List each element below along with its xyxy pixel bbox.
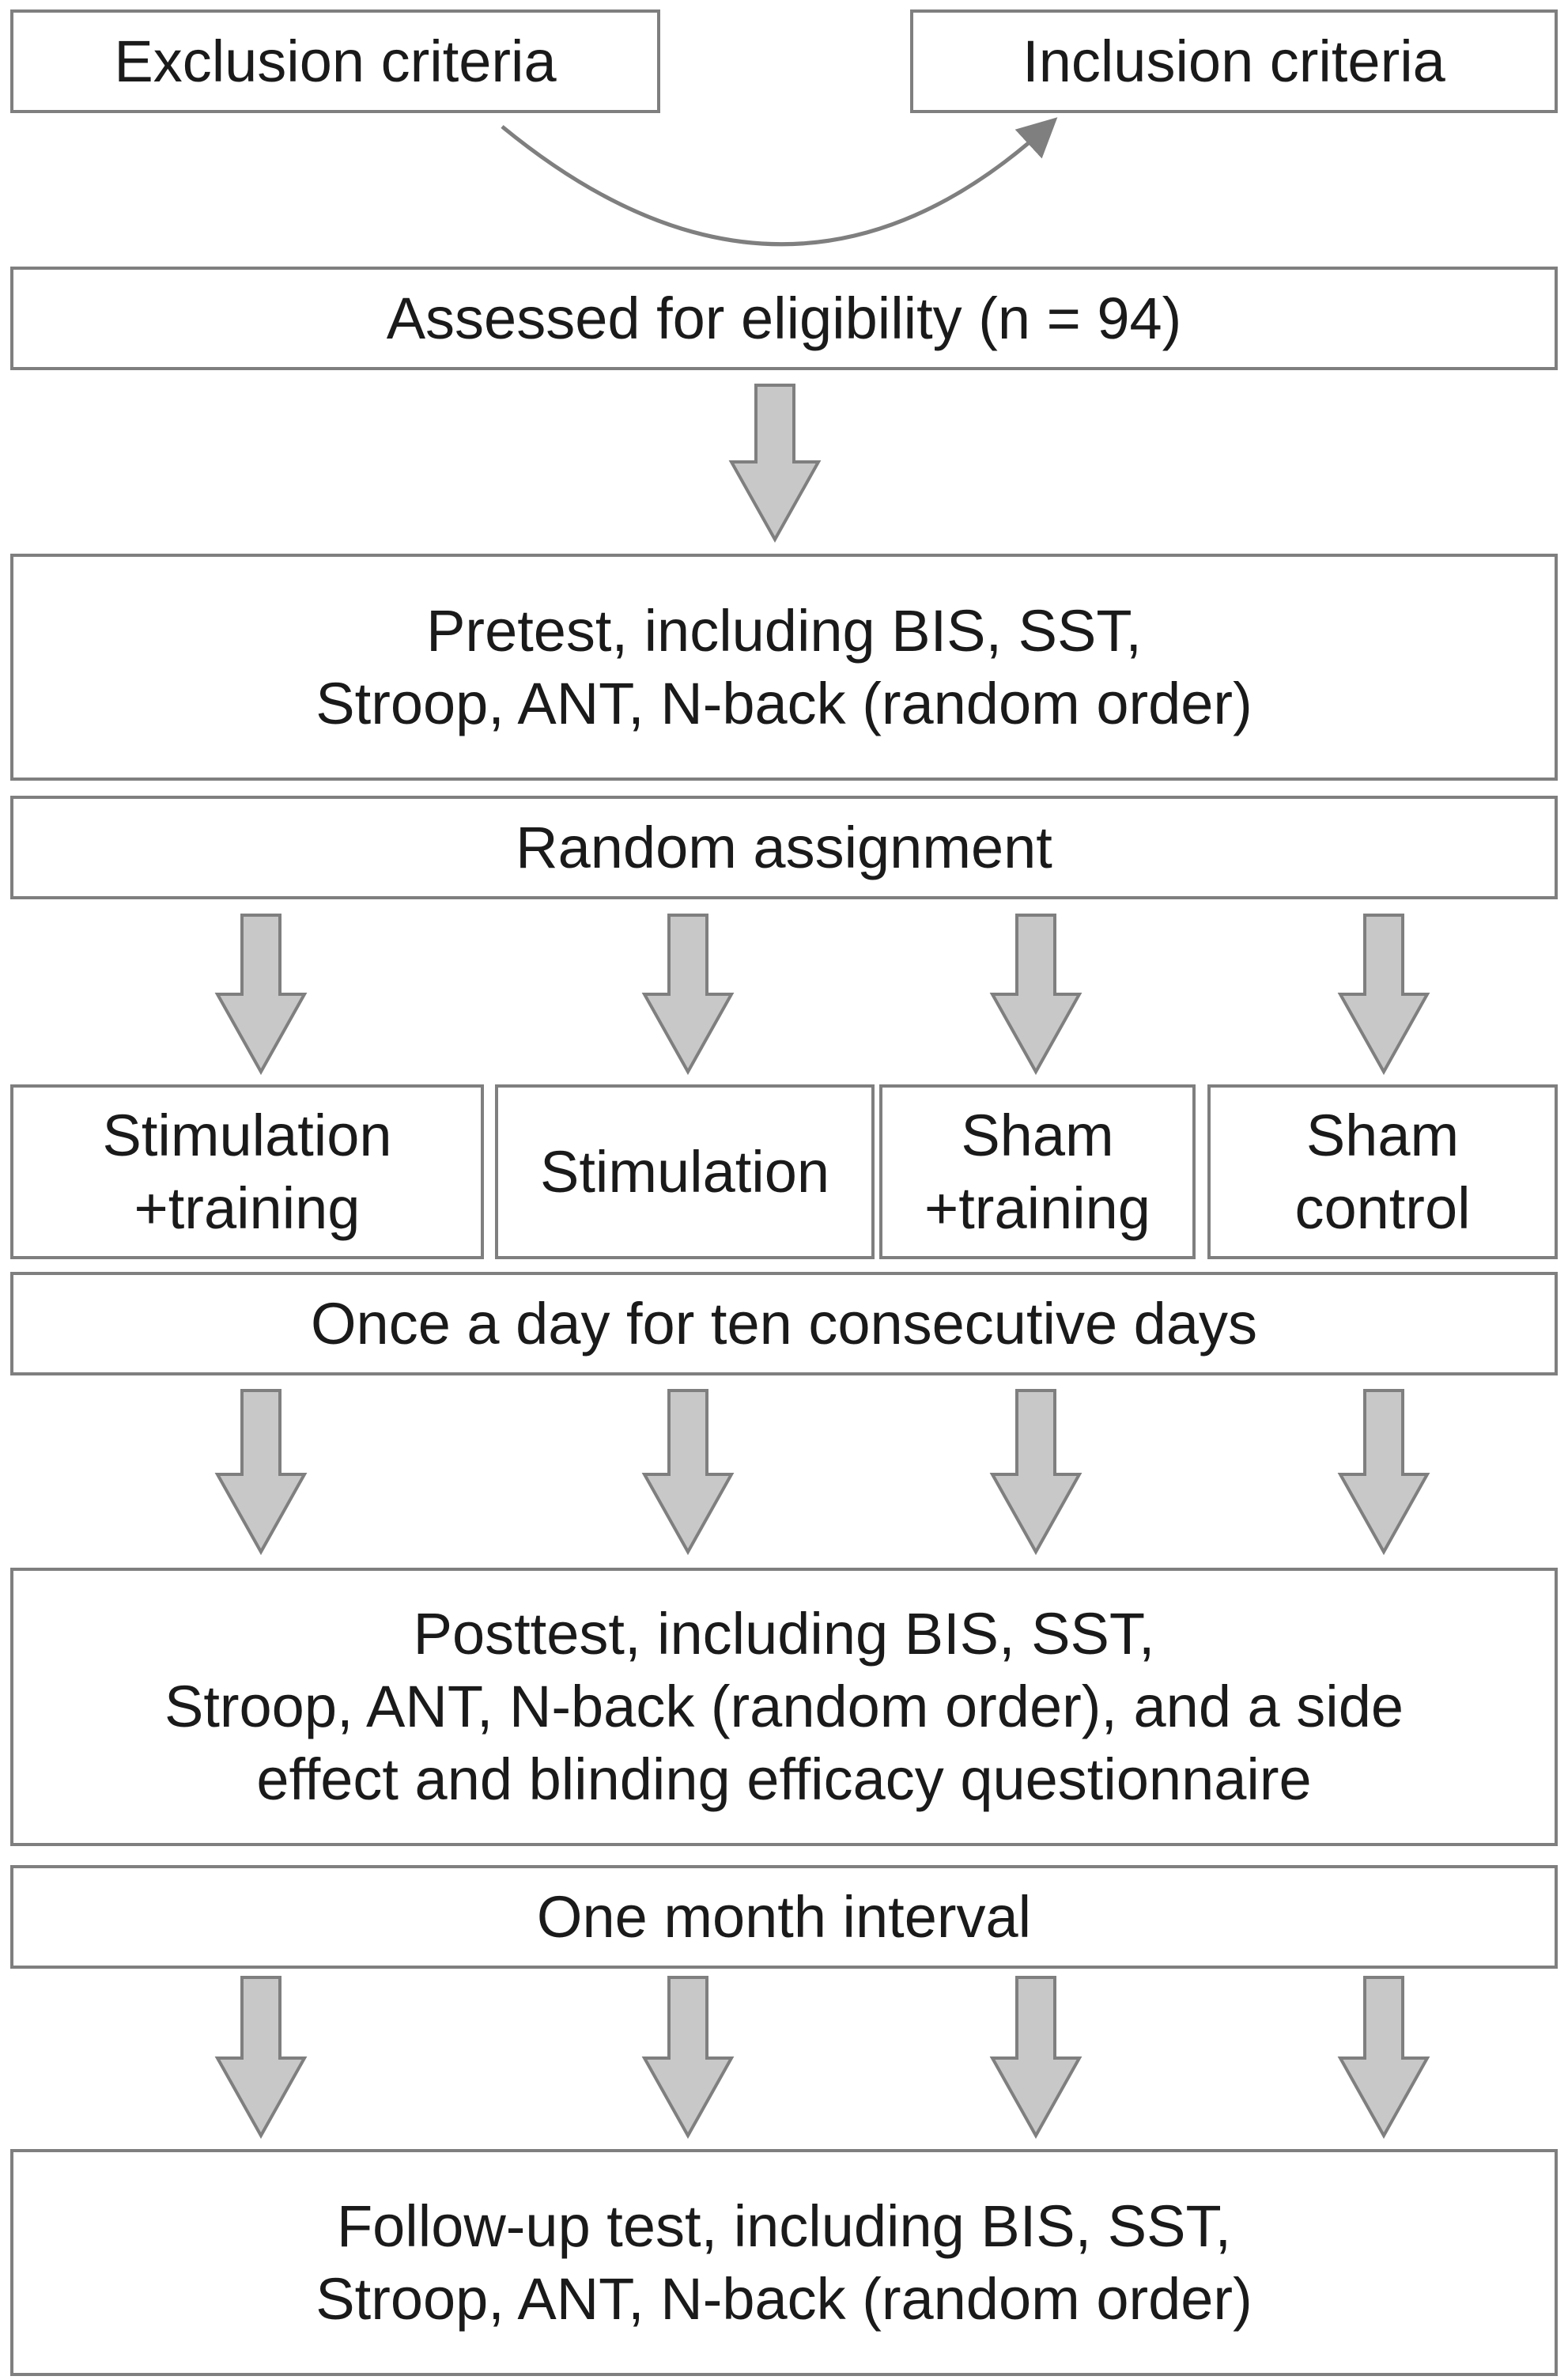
arrow-assignment-to-group-1 [214, 914, 308, 1076]
group-sham-training-label: Sham +training [924, 1102, 1150, 1241]
arrow-assignment-to-group-3 [989, 914, 1082, 1076]
arrow-interval-to-followup-3 [989, 1976, 1082, 2140]
group-stimulation-training-box: Stimulation +training [10, 1084, 484, 1259]
group-sham-training-box: Sham +training [879, 1084, 1196, 1259]
arrow-assignment-to-group-4 [1337, 914, 1430, 1076]
group-stimulation-box: Stimulation [495, 1084, 875, 1259]
pretest-box: Pretest, including BIS, SST, Stroop, ANT… [10, 554, 1558, 781]
arrow-schedule-to-posttest-3 [989, 1389, 1082, 1556]
arrow-schedule-to-posttest-4 [1337, 1389, 1430, 1556]
random-assignment-label: Random assignment [516, 814, 1052, 880]
schedule-label: Once a day for ten consecutive days [310, 1290, 1257, 1356]
interval-box: One month interval [10, 1865, 1558, 1969]
arrow-interval-to-followup-4 [1337, 1976, 1430, 2140]
inclusion-criteria-label: Inclusion criteria [1022, 28, 1445, 94]
exclusion-criteria-box: Exclusion criteria [10, 9, 660, 113]
group-stimulation-label: Stimulation [539, 1138, 830, 1205]
interval-label: One month interval [536, 1883, 1032, 1950]
pretest-label: Pretest, including BIS, SST, Stroop, ANT… [315, 597, 1253, 736]
assessed-eligibility-box: Assessed for eligibility (n = 94) [10, 267, 1558, 370]
group-sham-control-box: Sham control [1207, 1084, 1558, 1259]
random-assignment-box: Random assignment [10, 796, 1558, 899]
arrow-schedule-to-posttest-1 [214, 1389, 308, 1556]
arrow-schedule-to-posttest-2 [641, 1389, 735, 1556]
group-stimulation-training-label: Stimulation +training [102, 1102, 392, 1241]
curved-arrow [501, 117, 1058, 247]
schedule-box: Once a day for ten consecutive days [10, 1272, 1558, 1375]
group-sham-control-label: Sham control [1294, 1102, 1471, 1241]
arrow-interval-to-followup-1 [214, 1976, 308, 2140]
inclusion-criteria-box: Inclusion criteria [910, 9, 1558, 113]
posttest-box: Posttest, including BIS, SST, Stroop, AN… [10, 1568, 1558, 1846]
followup-box: Follow-up test, including BIS, SST, Stro… [10, 2149, 1558, 2376]
arrow-assignment-to-group-2 [641, 914, 735, 1076]
exclusion-criteria-label: Exclusion criteria [114, 28, 557, 94]
arrow-interval-to-followup-2 [641, 1976, 735, 2140]
arrow-assessed-to-pretest [728, 384, 822, 543]
followup-label: Follow-up test, including BIS, SST, Stro… [315, 2193, 1253, 2332]
assessed-eligibility-label: Assessed for eligibility (n = 94) [386, 285, 1182, 351]
posttest-label: Posttest, including BIS, SST, Stroop, AN… [164, 1601, 1404, 1812]
